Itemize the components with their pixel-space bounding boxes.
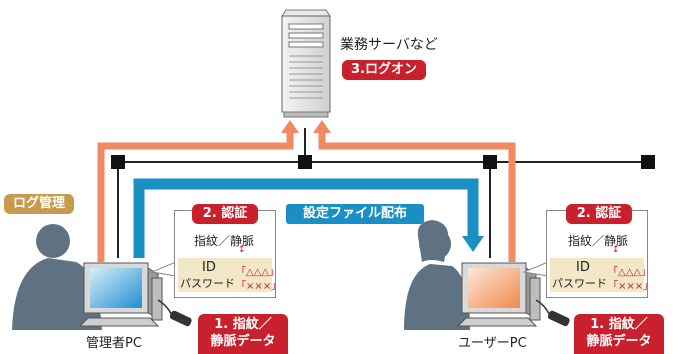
admin-id-value: 「△△△」 bbox=[236, 267, 280, 278]
admin-step1-badge: 1. 指紋／ 静脈データ bbox=[198, 314, 288, 354]
config-distribution-badge: 設定ファイル配布 bbox=[286, 204, 424, 224]
admin-pc-icon bbox=[78, 262, 192, 327]
admin-credentials bbox=[178, 258, 272, 292]
logon-badge: 3.ログオン bbox=[342, 60, 426, 80]
user-credentials bbox=[550, 258, 644, 292]
admin-person-icon bbox=[12, 224, 102, 330]
user-auth-badge: 2. 認証 bbox=[566, 204, 632, 224]
logon-path-admin bbox=[97, 132, 294, 262]
user-person-icon bbox=[404, 220, 470, 330]
distribution-arrow bbox=[462, 236, 484, 252]
admin-password-label: パスワード bbox=[180, 277, 235, 290]
user-pc-label: ユーザーPC bbox=[458, 336, 527, 351]
user-pc-icon bbox=[456, 262, 570, 327]
log-management-badge: ログ管理 bbox=[4, 194, 74, 214]
user-arrow-icon: ↕ bbox=[612, 245, 620, 255]
network-nodes bbox=[111, 155, 655, 169]
server-icon bbox=[281, 9, 331, 118]
admin-step1-line2: 静脈データ bbox=[210, 334, 276, 349]
logon-arrow-user bbox=[313, 120, 331, 133]
admin-arrow-icon: ↕ bbox=[238, 245, 246, 255]
admin-step1-line1: 1. 指紋／ bbox=[214, 317, 272, 332]
user-biometric-label: 指紋／静脈 bbox=[568, 234, 629, 248]
logon-arrow-admin bbox=[281, 120, 299, 133]
user-step1-line1: 1. 指紋／ bbox=[590, 317, 648, 332]
distribution-path bbox=[133, 178, 479, 258]
server-label: 業務サーバなど bbox=[340, 37, 438, 53]
admin-password-value: 「×××」 bbox=[236, 281, 282, 292]
network-bus bbox=[117, 128, 648, 258]
user-password-value: 「×××」 bbox=[608, 281, 654, 292]
user-id-value: 「△△△」 bbox=[608, 267, 652, 278]
user-password-label: パスワード bbox=[552, 277, 607, 290]
admin-pc-label: 管理者PC bbox=[86, 336, 142, 351]
admin-auth-badge: 2. 認証 bbox=[192, 204, 258, 224]
admin-biometric-label: 指紋／静脈 bbox=[194, 234, 255, 248]
user-id-label: ID bbox=[576, 260, 590, 275]
user-step1-badge: 1. 指紋／ 静脈データ bbox=[574, 314, 664, 354]
user-step1-line2: 静脈データ bbox=[586, 334, 652, 349]
logon-path-user bbox=[318, 132, 516, 262]
admin-id-label: ID bbox=[202, 260, 216, 275]
